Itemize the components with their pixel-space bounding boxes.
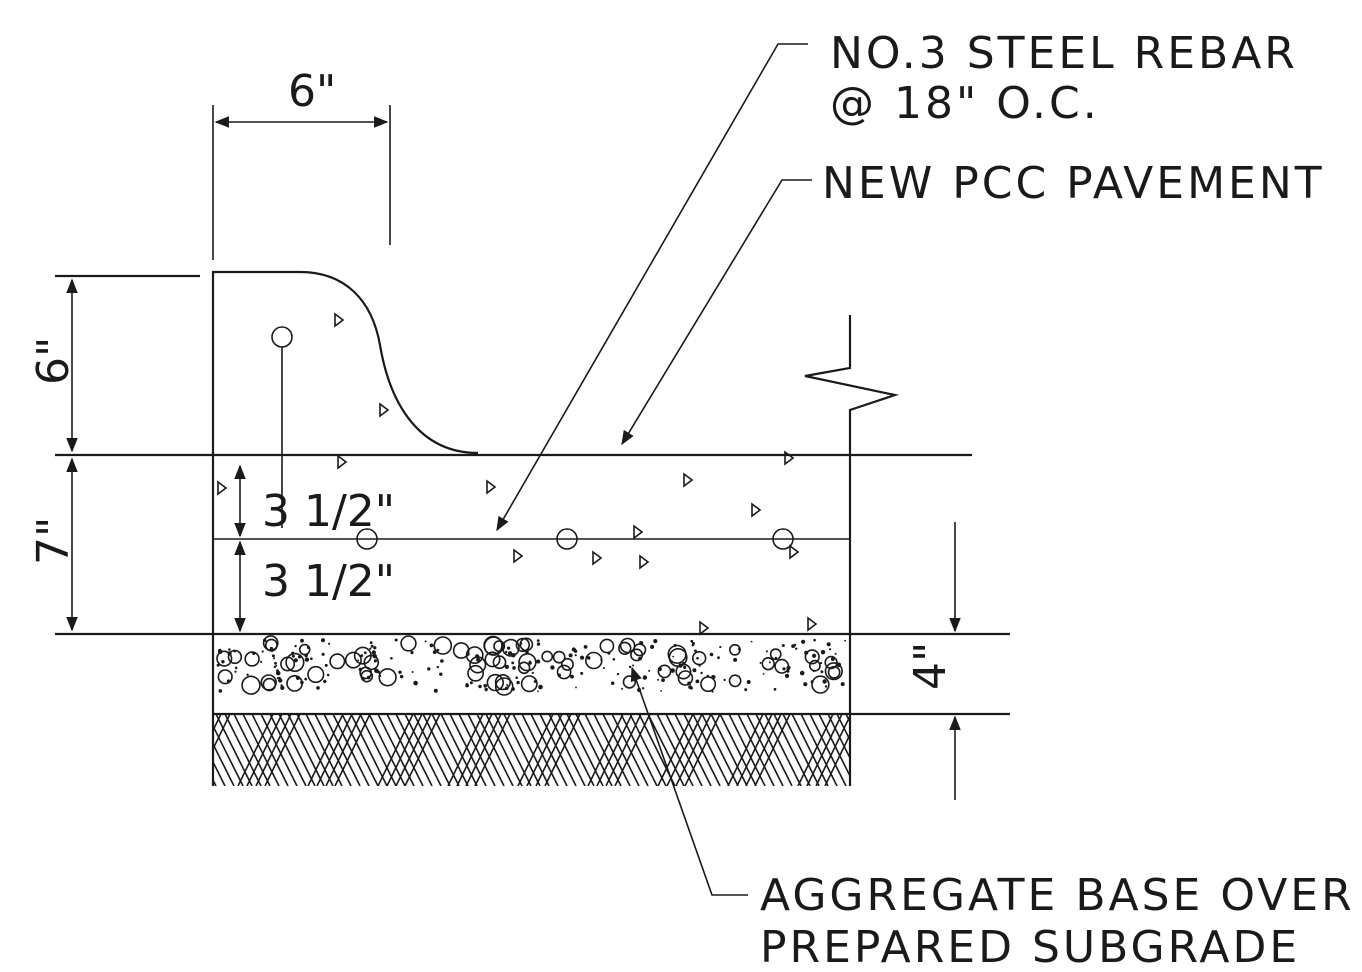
aggregate-pebble [824, 662, 843, 681]
aggregate-pebble [518, 652, 537, 672]
aggregate-triangle [784, 450, 795, 466]
aggregate-pebble [619, 637, 636, 654]
rebar-circles [271, 326, 794, 550]
rebar-circle [772, 528, 794, 550]
aggregate-pebble [216, 650, 233, 667]
aggregate-triangle [513, 548, 524, 564]
slab-thickness-dimension: 7" [28, 457, 79, 632]
aggregate-pebble [262, 677, 277, 692]
base-thickness-label: 4" [905, 642, 956, 690]
aggregate-triangle [217, 480, 228, 496]
aggregate-pebble [298, 643, 311, 656]
rebar-circle [271, 326, 293, 348]
aggregate-pebble [353, 646, 372, 665]
aggregate-pebble [552, 650, 566, 664]
aggregate-triangle [683, 472, 694, 488]
aggregate-triangle [379, 402, 390, 418]
aggregate-triangle [751, 502, 762, 518]
slab-thickness-label: 7" [28, 517, 79, 565]
rebar-callout: NO.3 STEEL REBAR @ 18" O.C. [496, 28, 1298, 532]
aggregate-triangle [334, 312, 345, 328]
curb-outline [211, 270, 479, 786]
base-thickness-dimension: 4" [905, 522, 961, 800]
aggregate-pebble [280, 656, 296, 672]
aggregate-pebble [541, 650, 554, 663]
aggregate-pebble [584, 651, 603, 670]
aggregate-pebble [517, 661, 531, 675]
aggregate-pebble [484, 651, 501, 668]
aggregate-pebble [668, 647, 688, 667]
aggregate-pebble [501, 638, 520, 657]
aggregate-pebble [400, 635, 417, 652]
break-line [804, 315, 900, 786]
aggregate-pebble [494, 673, 512, 691]
aggregate-pebble [329, 653, 346, 670]
aggregate-pebble [217, 669, 233, 685]
aggregate-pebble [433, 636, 453, 655]
aggregate-pebble [728, 674, 742, 688]
aggregate-pebble [344, 651, 362, 669]
aggregate-texture [216, 635, 846, 696]
base-label-line2: PREPARED SUBGRADE [760, 922, 1300, 972]
rebar-below-label: 3 1/2" [262, 556, 395, 607]
aggregate-triangle [633, 524, 644, 540]
rebar-label-line2: @ 18" O.C. [830, 78, 1100, 129]
aggregate-pebble [677, 670, 694, 686]
curb-height-dimension: 6" [28, 278, 79, 453]
rebar-circle [356, 528, 378, 550]
curb-width-dimension: 6" [212, 66, 391, 260]
aggregate-pebble [467, 664, 484, 682]
aggregate-pebble [804, 649, 820, 665]
base-label-line1: AGGREGATE BASE OVER [760, 870, 1355, 921]
pavement-label: NEW PCC PAVEMENT [822, 158, 1325, 209]
aggregate-pebble [774, 658, 790, 674]
aggregate-triangle [789, 544, 800, 560]
aggregate-pebble [827, 665, 841, 679]
aggregate-pebble [599, 638, 615, 654]
aggregate-pebble [378, 668, 397, 687]
aggregate-pebble [515, 637, 530, 653]
curb-height-label: 6" [28, 337, 79, 385]
aggregate-pebble [244, 651, 260, 667]
aggregate-pebble [560, 657, 574, 671]
aggregate-pebble [691, 650, 707, 666]
aggregate-triangle [592, 550, 603, 566]
aggregate-pebble [285, 652, 305, 673]
aggregate-pebble [769, 648, 782, 661]
aggregate-pebble [452, 642, 470, 659]
rebar-above-label: 3 1/2" [262, 486, 395, 537]
aggregate-pebble [494, 677, 514, 696]
curb-width-label: 6" [288, 66, 336, 117]
rebar-position-dimension: 3 1/2" 3 1/2" [234, 464, 395, 633]
aggregate-triangle [639, 554, 650, 570]
base-callout: AGGREGATE BASE OVER PREPARED SUBGRADE [630, 666, 1355, 972]
aggregate-triangle [337, 454, 348, 470]
aggregate-triangle [486, 479, 497, 495]
aggregate-pebble [761, 656, 775, 671]
aggregate-pebble [556, 664, 572, 680]
rebar-circle [556, 528, 578, 550]
aggregate-triangle [807, 616, 818, 632]
aggregate-pebble [241, 675, 261, 695]
rebar-label-line1: NO.3 STEEL REBAR [830, 28, 1298, 79]
aggregate-pebble [360, 669, 374, 683]
aggregate-pebble [520, 675, 538, 693]
aggregate-pebble [486, 673, 504, 692]
aggregate-triangle [699, 620, 710, 636]
subgrade-hatch [213, 714, 850, 786]
aggregate-pebble [811, 675, 830, 694]
pavement-callout: NEW PCC PAVEMENT [621, 158, 1325, 446]
aggregate-pebble [618, 641, 632, 655]
aggregate-pebble [622, 675, 637, 689]
aggregate-pebble [809, 659, 821, 672]
aggregate-pebble [307, 665, 325, 684]
concrete-aggregate-marks [217, 312, 818, 636]
aggregate-pebble [483, 635, 503, 656]
